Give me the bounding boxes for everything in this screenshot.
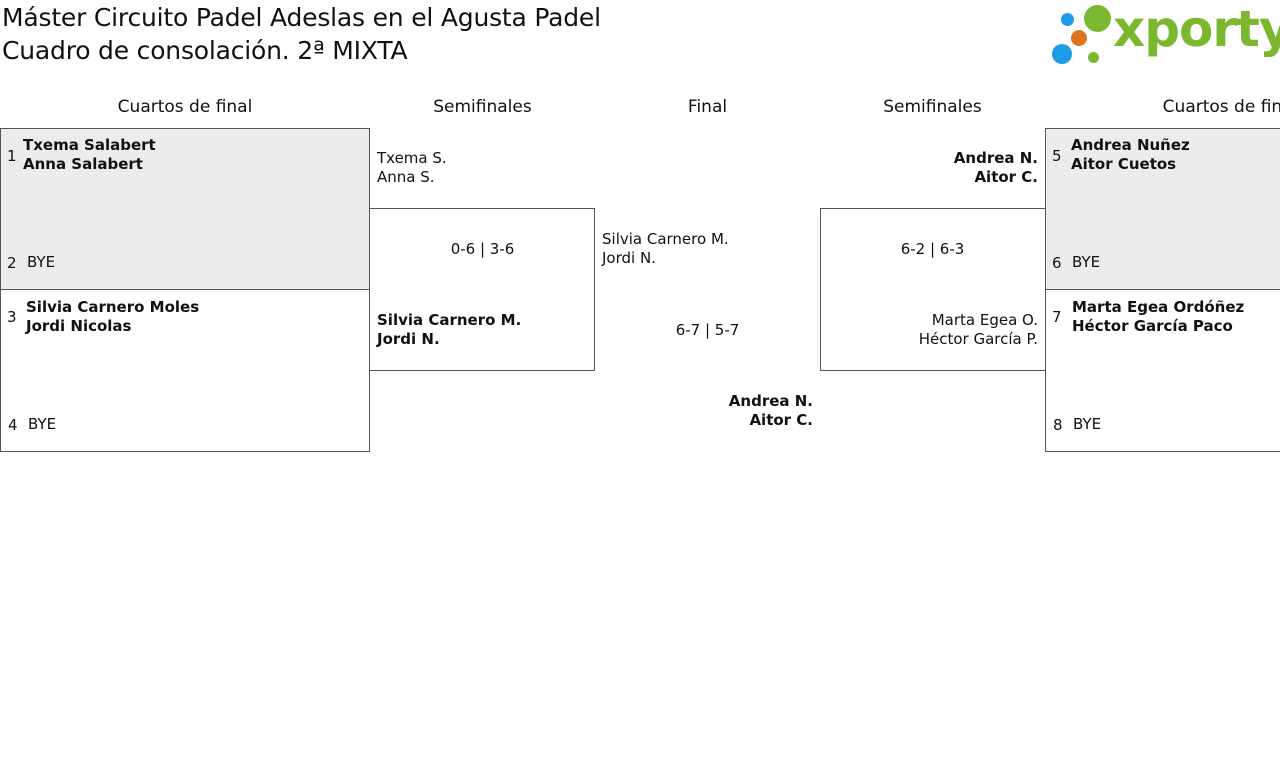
champion-team: Aitor C.	[749, 411, 813, 429]
logo-dot-green-small	[1088, 52, 1099, 63]
logo-dot-blue-large	[1052, 44, 1072, 64]
seed-number: 1	[7, 147, 17, 165]
sf-team: Marta Egea O.	[931, 311, 1038, 329]
final-team: Silvia Carnero M.	[602, 230, 729, 248]
champion-team: Andrea N.	[728, 392, 813, 410]
seed-number: 7	[1052, 308, 1062, 326]
logo-text: xporty	[1113, 0, 1280, 58]
team-name: Héctor García Paco	[1072, 317, 1233, 335]
seed-number: 4	[8, 416, 18, 434]
sf-team-winner: Aitor C.	[974, 168, 1038, 186]
round-header-right-sf: Semifinales	[883, 97, 982, 117]
team-name: Txema Salabert	[23, 136, 156, 154]
sf-left-bracket	[369, 208, 595, 371]
logo-dot-orange	[1071, 30, 1087, 46]
round-header-left-qf: Cuartos de final	[117, 97, 253, 117]
team-name: Marta Egea Ordóñez	[1072, 298, 1245, 316]
qf-match-1	[0, 128, 370, 290]
qf-match-4	[1045, 289, 1280, 452]
xporty-logo: xporty	[1050, 0, 1280, 68]
team-name: Andrea Nuñez	[1071, 136, 1190, 154]
team-name: Aitor Cuetos	[1071, 155, 1177, 173]
bye-label: BYE	[28, 415, 57, 433]
sf-team: Anna S.	[377, 168, 435, 186]
bye-label: BYE	[1073, 415, 1102, 433]
sf-team-winner: Silvia Carnero M.	[377, 311, 522, 329]
bye-label: BYE	[1072, 253, 1101, 271]
round-header-left-sf: Semifinales	[433, 97, 532, 117]
sf-team-winner: Andrea N.	[953, 149, 1038, 167]
seed-number: 2	[7, 254, 17, 272]
page-title: Máster Circuito Padel Adeslas en el Agus…	[2, 3, 601, 32]
sf-right-score: 6-2 | 6-3	[900, 240, 965, 258]
team-name: Anna Salabert	[23, 155, 143, 173]
sf-team: Héctor García P.	[918, 330, 1038, 348]
qf-match-3	[1045, 128, 1280, 290]
team-name: Silvia Carnero Moles	[26, 298, 200, 316]
seed-number: 5	[1052, 147, 1062, 165]
round-header-right-qf: Cuartos de final	[1162, 97, 1280, 117]
logo-dot-blue	[1061, 13, 1074, 26]
final-score: 6-7 | 5-7	[675, 321, 740, 339]
bye-label: BYE	[27, 253, 56, 271]
sf-team: Txema S.	[377, 149, 447, 167]
seed-number: 3	[7, 308, 17, 326]
page-subtitle: Cuadro de consolación. 2ª MIXTA	[2, 36, 408, 65]
sf-team-winner: Jordi N.	[377, 330, 440, 348]
round-header-final: Final	[687, 97, 728, 117]
final-team: Jordi N.	[602, 249, 656, 267]
seed-number: 6	[1052, 254, 1062, 272]
seed-number: 8	[1053, 416, 1063, 434]
logo-dot-green	[1084, 5, 1111, 32]
team-name: Jordi Nicolas	[26, 317, 132, 335]
sf-left-score: 0-6 | 3-6	[450, 240, 515, 258]
